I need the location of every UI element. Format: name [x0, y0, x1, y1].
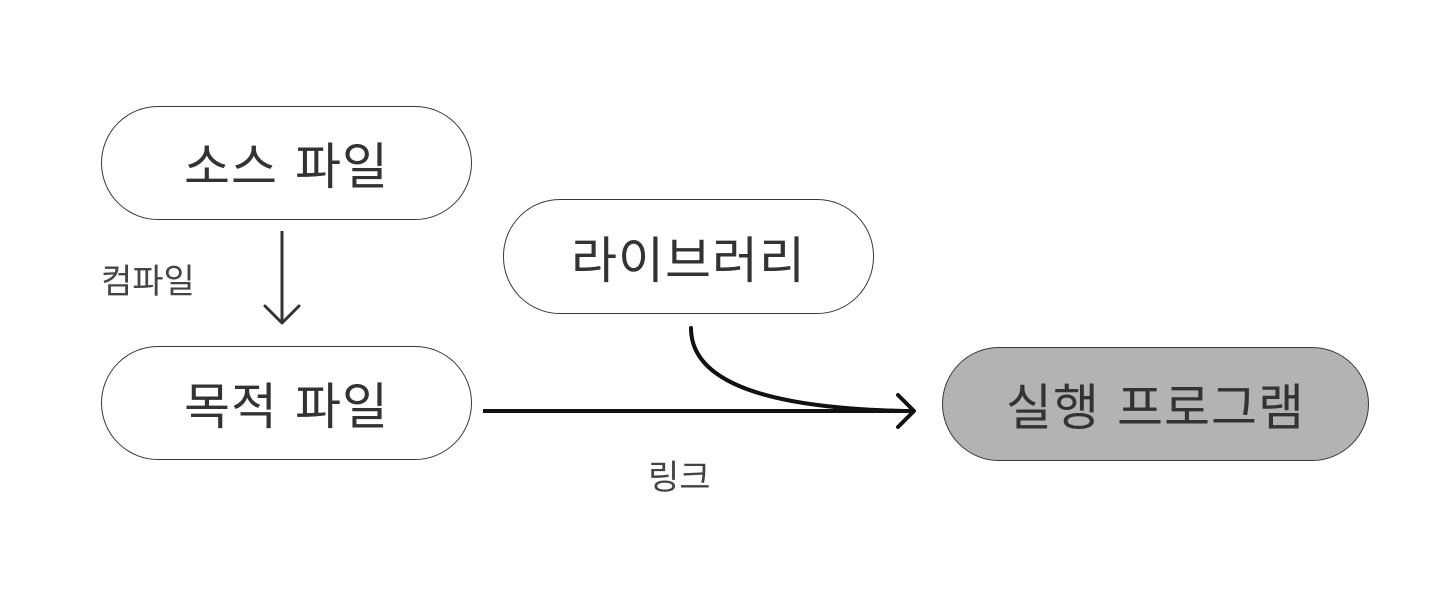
source-file-label: 소스 파일 [184, 138, 389, 196]
library-node: 라이브러리 [503, 199, 874, 314]
executable-program-label: 실행 프로그램 [1006, 379, 1305, 437]
executable-program-node: 실행 프로그램 [942, 347, 1369, 461]
link-arrow [483, 393, 916, 429]
compile-edge-label: 컴파일 [101, 262, 195, 302]
library-link-curve [689, 326, 907, 413]
object-file-node: 목적 파일 [101, 346, 472, 460]
source-file-node: 소스 파일 [101, 106, 472, 220]
compile-arrow [263, 231, 301, 325]
object-file-label: 목적 파일 [184, 378, 389, 436]
library-label: 라이브러리 [571, 231, 806, 290]
link-edge-label: 링크 [648, 458, 711, 498]
